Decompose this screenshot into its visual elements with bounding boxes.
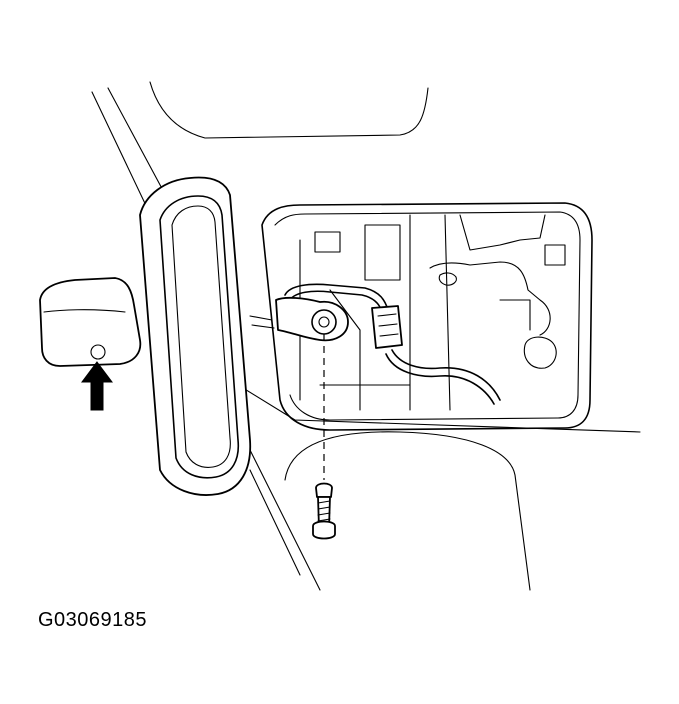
rear-view-mirror [139,176,252,496]
console-housing [261,202,593,431]
figure-code: G03069185 [38,609,148,631]
up-arrow-icon [81,361,113,411]
mirror-mount [39,277,142,367]
headliner-contour [149,81,429,139]
headliner-lower-contour [284,431,531,591]
screw-icon [312,482,336,540]
mirror-stay-base [249,296,349,342]
